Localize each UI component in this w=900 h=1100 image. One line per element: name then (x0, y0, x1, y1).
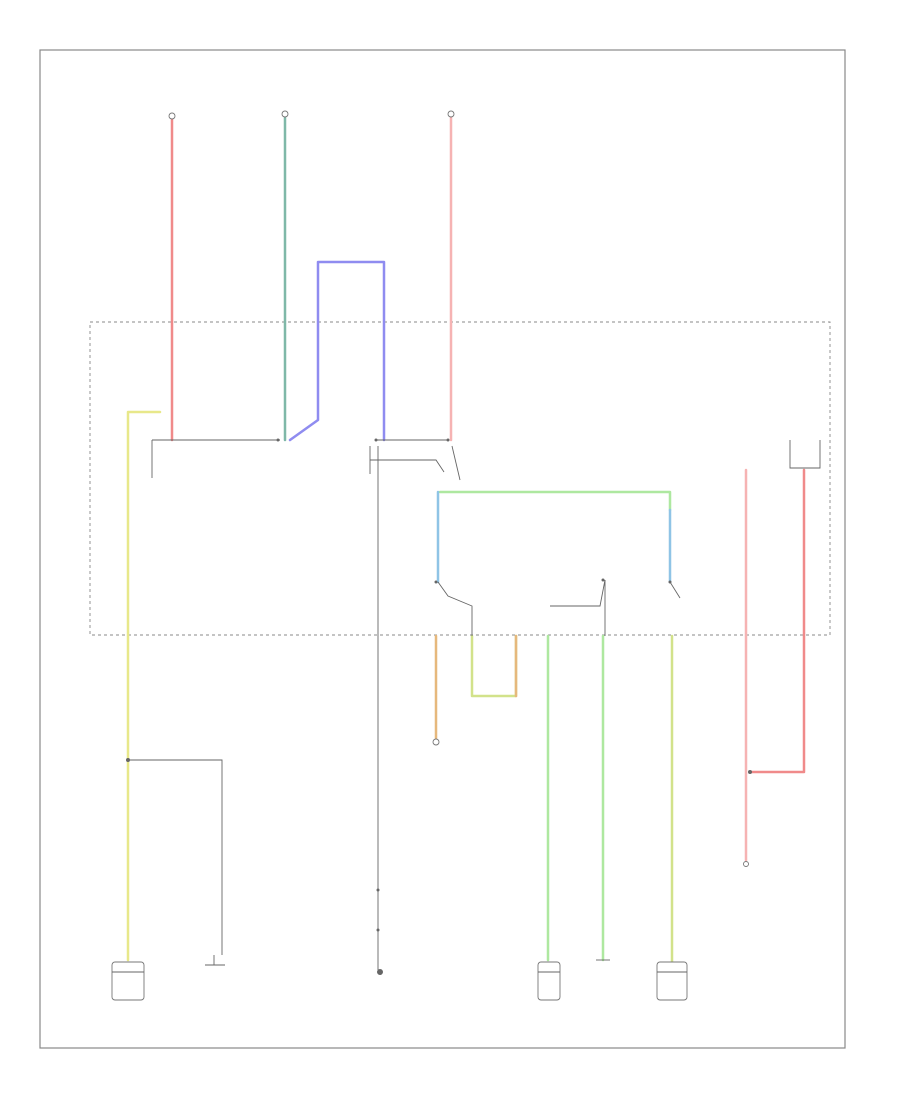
motor-icon (111, 961, 145, 1001)
junction-dot (126, 758, 130, 762)
wire-green-horizontal (438, 490, 672, 512)
leader-left-note (128, 759, 223, 955)
connector-icon (743, 861, 749, 867)
wire-yellowgreen-loop (470, 634, 518, 698)
wire-yellow-left (126, 410, 162, 962)
module-switch-left (369, 446, 445, 474)
ground-icon (377, 969, 383, 975)
wire-blue-loop (288, 260, 386, 442)
module-relay-mid (550, 579, 606, 607)
junction-dot (748, 770, 752, 774)
control-module-outline (89, 321, 831, 636)
switch-contact-icon (276, 438, 672, 584)
motor-icon (656, 961, 688, 1001)
wire-red-right-b (748, 468, 806, 774)
fuse-connector-1 (168, 112, 176, 120)
module-top-right-connectors (789, 440, 821, 469)
fuse-connector-2 (281, 110, 289, 118)
ground-icon (432, 738, 440, 746)
junction-dot (376, 928, 380, 932)
module-relay-left (437, 581, 473, 636)
module-relay-right (669, 581, 681, 599)
junction-dot (376, 888, 380, 892)
module-switch-right (451, 445, 461, 481)
fuse-connector-3 (447, 110, 455, 118)
relay-icon (537, 961, 561, 1001)
diagram-frame (39, 49, 846, 1049)
